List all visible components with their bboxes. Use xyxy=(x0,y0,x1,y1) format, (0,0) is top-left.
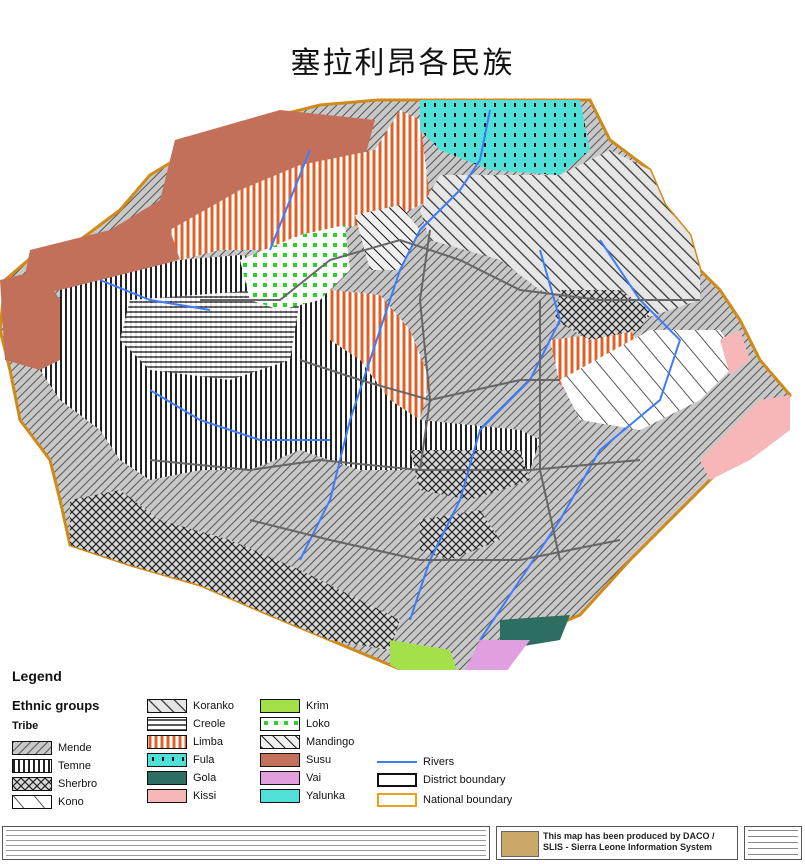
legend-item-susu: Susu xyxy=(260,752,331,768)
region-mandingo-east xyxy=(560,330,740,430)
legend-title: Legend xyxy=(12,668,62,684)
map-code-box xyxy=(744,826,802,860)
legend-label: Loko xyxy=(306,718,330,730)
disclaimer-text-block xyxy=(6,830,486,856)
legend-item-mende: Mende xyxy=(12,740,92,756)
legend-item-district-boundary: District boundary xyxy=(377,772,506,788)
legend-item-limba: Limba xyxy=(147,734,223,750)
region-sherbro-2 xyxy=(410,450,530,500)
region-kissi-2 xyxy=(700,395,790,480)
legend-item-gola: Gola xyxy=(147,770,216,786)
region-kissi xyxy=(720,330,750,375)
region-loko xyxy=(240,225,350,310)
legend-swatch xyxy=(260,753,300,767)
legend-item-kono: Kono xyxy=(12,794,84,810)
legend-label: Creole xyxy=(193,718,226,730)
region-sherbro-3 xyxy=(420,510,500,560)
boundary-swatch xyxy=(377,793,417,807)
region-koranko xyxy=(420,150,700,320)
legend-item-fula: Fula xyxy=(147,752,214,768)
legend-label: Rivers xyxy=(423,756,455,768)
disclaimer-box xyxy=(2,826,490,860)
region-vai xyxy=(465,640,530,670)
region-susu xyxy=(20,110,375,300)
legend-item-vai: Vai xyxy=(260,770,321,786)
legend-swatch xyxy=(147,789,187,803)
boundary-swatch xyxy=(377,773,417,787)
map-title: 塞拉利昂各民族 xyxy=(290,46,515,81)
map-code-text-block xyxy=(748,830,798,856)
region-kono xyxy=(555,290,650,340)
region-susu-west xyxy=(0,270,60,370)
legend-item-yalunka: Yalunka xyxy=(260,788,345,804)
legend-swatch xyxy=(147,735,187,749)
legend-label: Sherbro xyxy=(58,778,98,790)
region-sherbro xyxy=(70,490,400,650)
legend-swatch xyxy=(147,753,187,767)
legend-swatch xyxy=(260,735,300,749)
district-boundaries xyxy=(149,229,700,561)
legend-label: Koranko xyxy=(193,700,234,712)
legend-label: Vai xyxy=(306,772,322,784)
region-mandingo xyxy=(355,205,420,270)
credit-line-2: SLIS - Sierra Leone Information System xyxy=(543,842,713,852)
legend-item-creole: Creole xyxy=(147,716,225,732)
legend-item-rivers: Rivers xyxy=(377,754,454,770)
legend-label: Limba xyxy=(193,736,223,748)
legend-label: Temne xyxy=(58,760,92,772)
legend-swatch xyxy=(147,717,187,731)
credit-box: This map has been produced by DACO / SLI… xyxy=(496,826,738,860)
legend-item-kissi: Kissi xyxy=(147,788,216,804)
legend-swatch xyxy=(12,795,52,809)
tribe-label: Tribe xyxy=(12,720,39,732)
legend-swatch xyxy=(12,759,52,773)
ethnic-groups-label: Ethnic groups xyxy=(12,698,100,713)
legend-swatch xyxy=(147,699,187,713)
legend-swatch xyxy=(12,741,52,755)
footer: This map has been produced by DACO / SLI… xyxy=(0,824,805,864)
ethnic-map xyxy=(0,98,792,670)
legend-swatch xyxy=(260,699,300,713)
legend-item-national-boundary: National boundary xyxy=(377,792,512,808)
legend-swatch xyxy=(147,771,187,785)
region-krim xyxy=(390,640,457,670)
region-creole xyxy=(120,290,300,380)
legend-swatch xyxy=(260,771,300,785)
map-logo-icon xyxy=(501,831,539,857)
region-limba-2 xyxy=(330,290,430,420)
legend-item-temne: Temne xyxy=(12,758,91,774)
legend-item-koranko: Koranko xyxy=(147,698,234,714)
legend-label: Kissi xyxy=(193,790,217,802)
region-limba-east xyxy=(550,330,650,385)
legend-label: Mende xyxy=(58,742,92,754)
legend-label: Susu xyxy=(306,754,332,766)
credit-line-1: This map has been produced by DACO / xyxy=(543,831,715,841)
legend-swatch xyxy=(260,717,300,731)
legend-label: Krim xyxy=(306,700,329,712)
legend-item-krim: Krim xyxy=(260,698,329,714)
legend-label: Kono xyxy=(58,796,84,808)
legend-item-sherbro: Sherbro xyxy=(12,776,97,792)
legend-label: National boundary xyxy=(423,794,513,806)
legend-label: Fula xyxy=(193,754,215,766)
legend-swatch xyxy=(260,789,300,803)
legend-item-loko: Loko xyxy=(260,716,330,732)
legend-label: Mandingo xyxy=(306,736,355,748)
region-yalunka xyxy=(420,100,590,175)
legend-label: District boundary xyxy=(423,774,506,786)
legend-label: Yalunka xyxy=(306,790,345,802)
river-line-swatch xyxy=(377,755,417,769)
legend-label: Gola xyxy=(193,772,217,784)
legend-swatch xyxy=(12,777,52,791)
legend-item-mandingo: Mandingo xyxy=(260,734,354,750)
